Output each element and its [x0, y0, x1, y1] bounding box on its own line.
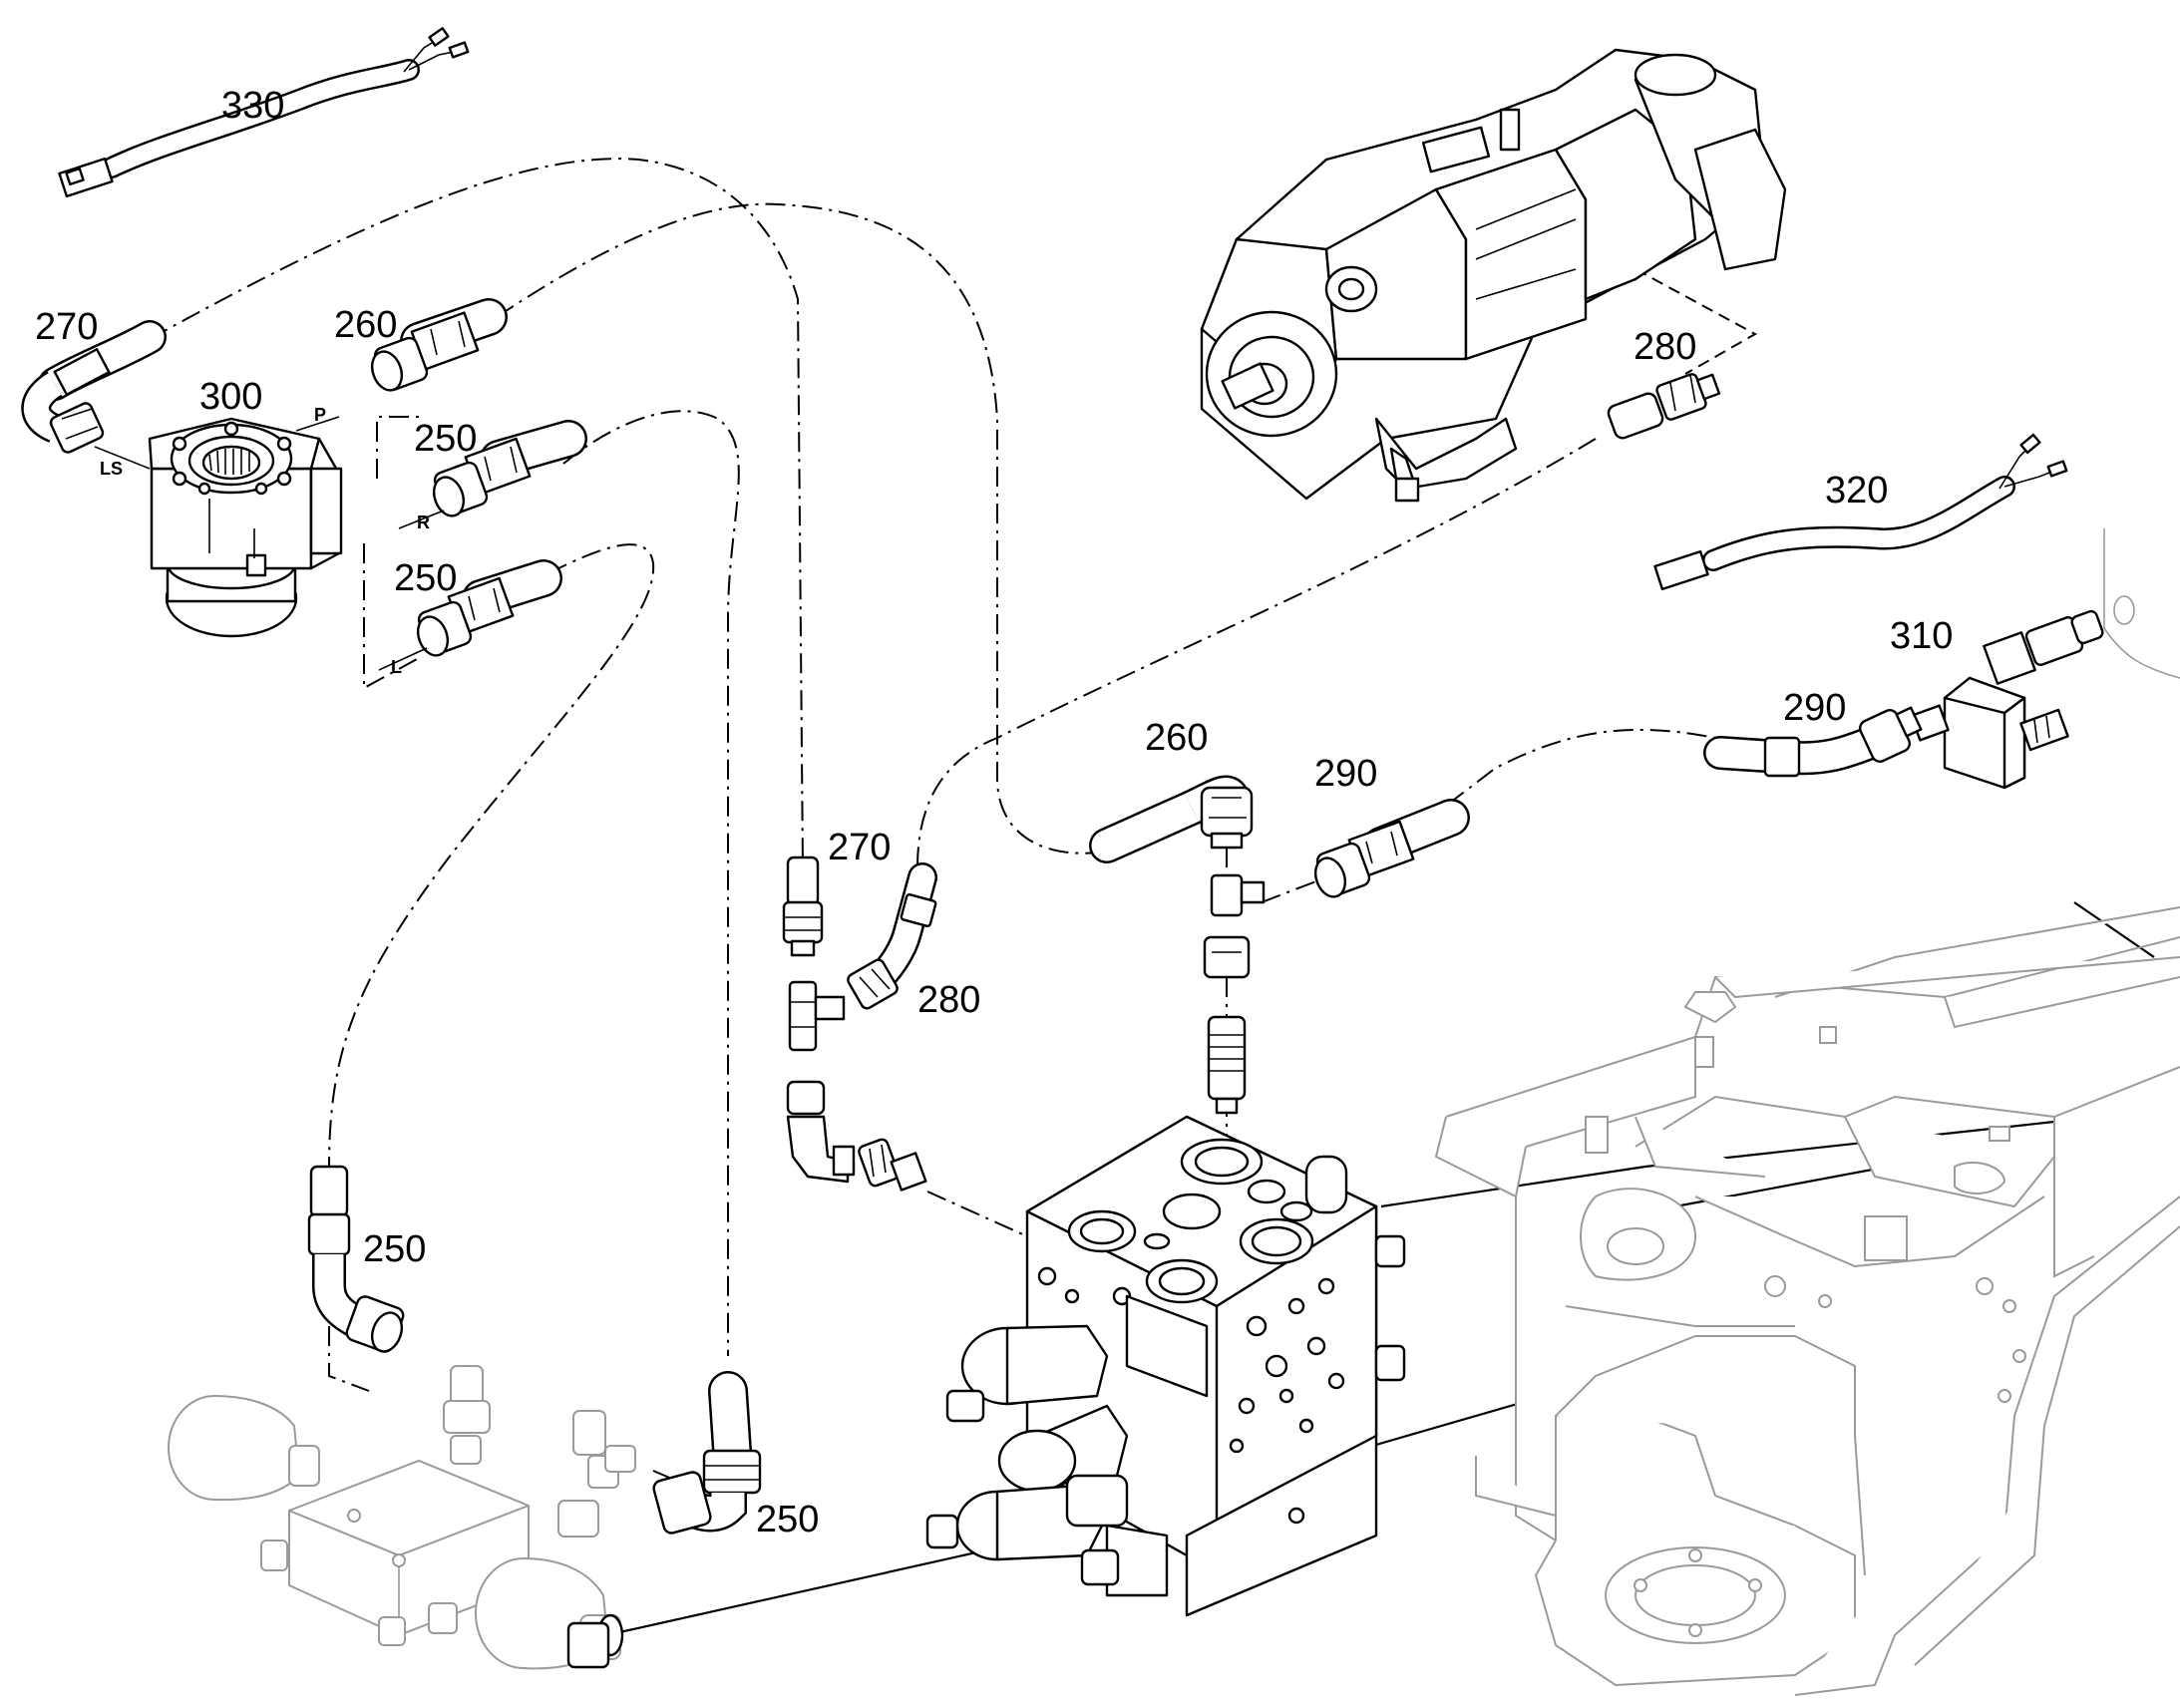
label-280-bottom: 280: [917, 979, 980, 1021]
chassis-frame: [1434, 906, 2180, 1696]
hydraulic-pump: [1200, 48, 1787, 503]
hose-280-bottom: [847, 862, 937, 1010]
label-260-mid: 260: [1145, 717, 1208, 759]
hose-250-acc-right: [652, 1371, 762, 1535]
steering-unit-300: [148, 417, 343, 638]
label-270-top: 270: [35, 306, 98, 348]
accumulator-block: [168, 1365, 636, 1670]
label-260-top: 260: [334, 304, 397, 346]
label-300: 300: [199, 376, 262, 418]
label-270-bottom: 270: [828, 827, 891, 868]
hose-250-acc-left: [307, 1165, 405, 1353]
label-280-pump: 280: [1634, 326, 1696, 368]
label-250-l: 250: [394, 557, 457, 599]
hose-260-elbow: [1089, 775, 1254, 863]
hose-250-r: [432, 420, 587, 517]
tee-fitting-column: [1203, 873, 1266, 1115]
label-330: 330: [221, 85, 284, 127]
label-290-right: 290: [1783, 687, 1846, 729]
port-label-r: R: [417, 512, 430, 532]
fitting-280-pump: [1607, 373, 1721, 440]
port-labels: LS P R L: [94, 405, 445, 677]
label-310: 310: [1890, 615, 1953, 657]
label-250-acc-left: 250: [363, 1228, 426, 1270]
label-290-mid: 290: [1314, 753, 1377, 795]
hose-250-l: [416, 559, 562, 657]
label-250-r: 250: [414, 418, 477, 460]
valve-310: [1910, 528, 2180, 790]
port-label-p: P: [314, 405, 326, 425]
port-label-ls: LS: [100, 459, 123, 479]
wire-harness-330: [58, 27, 470, 198]
hose-290-mid: [1313, 799, 1470, 898]
hose-270-ls: [21, 320, 167, 454]
label-250-acc-right: 250: [756, 1499, 819, 1540]
label-320: 320: [1825, 470, 1888, 512]
hose-290-right: [1703, 706, 1923, 778]
part-number-labels: 330 270 260 300 250 250 280 320 310 290 …: [35, 85, 1953, 1540]
hose-270-bottom: [782, 855, 927, 1192]
spline-teeth: [208, 449, 250, 475]
wire-harness-320: [1653, 433, 2068, 591]
port-label-l: L: [391, 657, 402, 677]
hose-260-p: [370, 298, 508, 392]
main-valve-block: [925, 1115, 1406, 1617]
